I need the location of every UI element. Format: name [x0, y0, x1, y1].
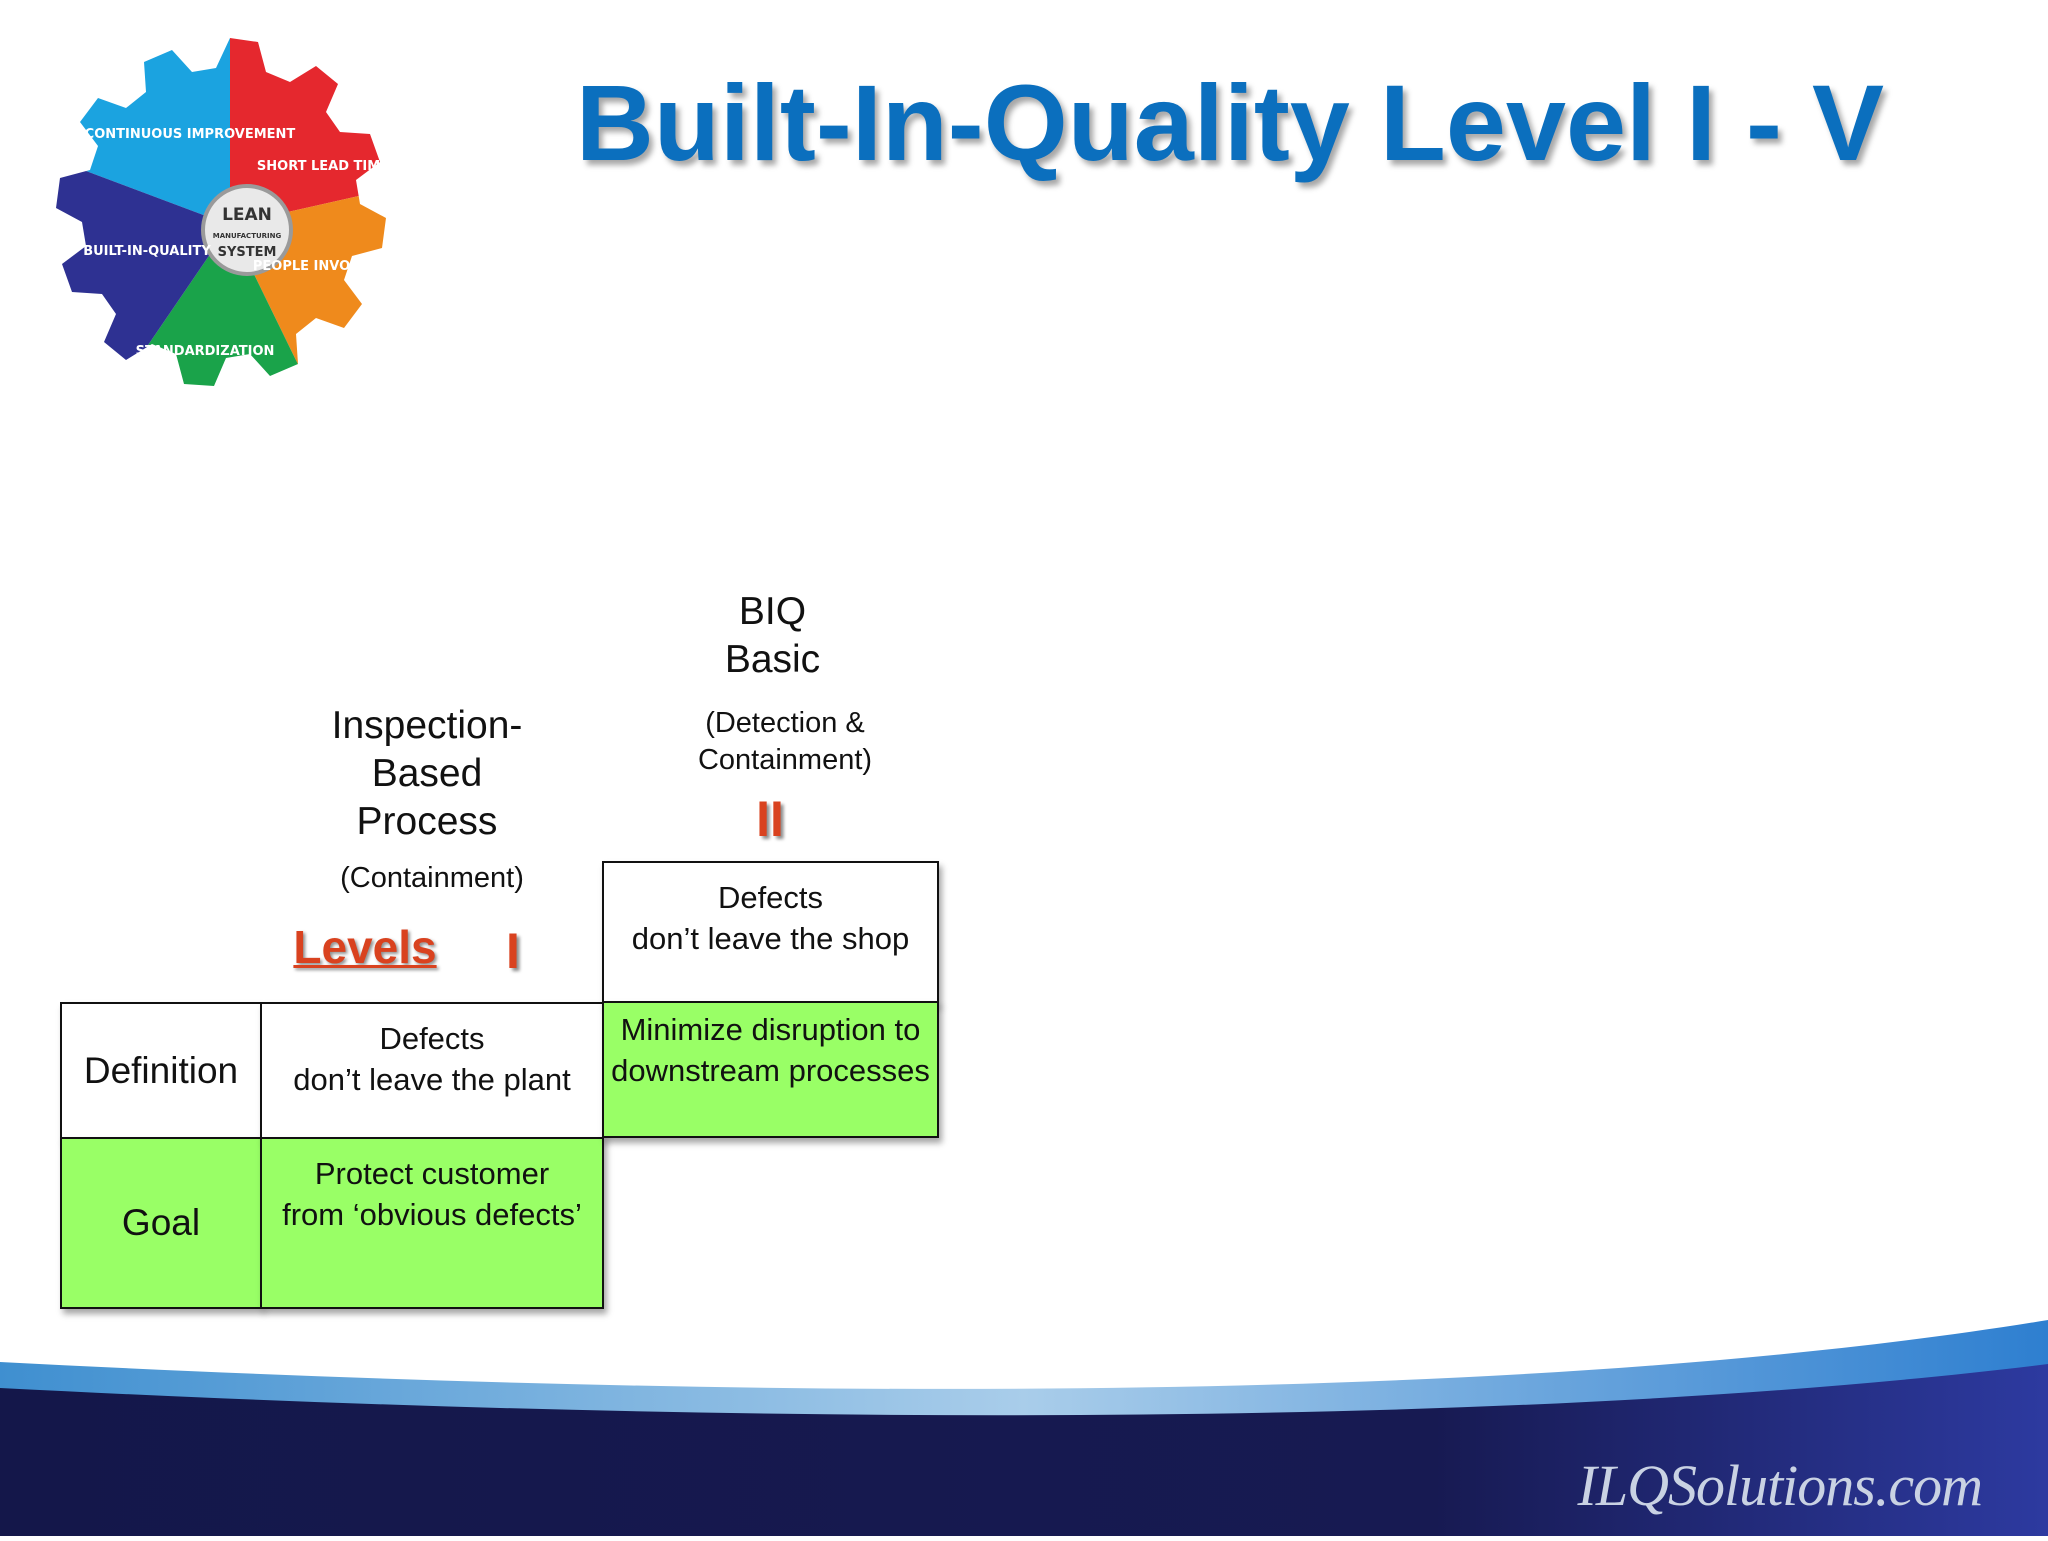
level-2-goal-text: Minimize disruption to downstream proces…	[611, 1012, 930, 1088]
goal-label-text: Goal	[121, 1202, 201, 1243]
logo-segment-people-involvement: PEOPLE INVOLVEMENT	[253, 259, 417, 274]
column-1-heading: Inspection- Based Process	[331, 704, 523, 843]
definition-label-text: Definition	[83, 1049, 239, 1091]
level-2-definition-text: Defects don’t leave the shop	[631, 880, 910, 956]
logo-center-lean: LEAN	[222, 205, 272, 225]
level-numeral-1: I	[506, 923, 520, 979]
logo-segment-short-lead-time: SHORT LEAD TIME	[257, 159, 389, 174]
level-1-definition-cell: Defects don’t leave the plant	[260, 1002, 604, 1139]
footer-swoosh	[0, 1320, 2048, 1536]
level-2-definition-cell: Defects don’t leave the shop	[602, 861, 939, 1004]
levels-label: Levels	[293, 921, 437, 973]
footer-band	[0, 1300, 2048, 1536]
level-numeral-2: II	[756, 791, 784, 847]
column-1-subheading: (Containment)	[340, 862, 524, 894]
page-title: Built-In-Quality Level I - V	[575, 62, 1885, 183]
brand-wordmark: ILQSolutions.com	[1577, 1453, 1983, 1518]
definition-row-label: Definition	[60, 1002, 262, 1139]
gear-icon: LEAN MANUFACTURING SYSTEM CONTINUOUS IMP…	[56, 38, 417, 386]
level-2-goal-cell: Minimize disruption to downstream proces…	[602, 1001, 939, 1138]
column-2-subheading: (Detection & Containment)	[697, 707, 873, 776]
lean-system-gear-logo: LEAN MANUFACTURING SYSTEM CONTINUOUS IMP…	[30, 20, 430, 430]
level-1-definition-text: Defects don’t leave the plant	[293, 1021, 571, 1097]
logo-segment-built-in-quality: BUILT-IN-QUALITY	[83, 244, 211, 259]
logo-segment-continuous-improvement: CONTINUOUS IMPROVEMENT	[85, 127, 296, 142]
goal-row-label: Goal	[60, 1137, 262, 1309]
logo-center-system: SYSTEM	[218, 245, 277, 260]
column-2-heading: BIQ Basic	[724, 590, 821, 681]
level-1-goal-cell: Protect customer from ‘obvious defects’	[260, 1137, 604, 1309]
logo-center-manufacturing: MANUFACTURING	[213, 232, 282, 240]
level-1-goal-text: Protect customer from ‘obvious defects’	[282, 1156, 582, 1232]
logo-segment-standardization: STANDARDIZATION	[136, 344, 275, 359]
